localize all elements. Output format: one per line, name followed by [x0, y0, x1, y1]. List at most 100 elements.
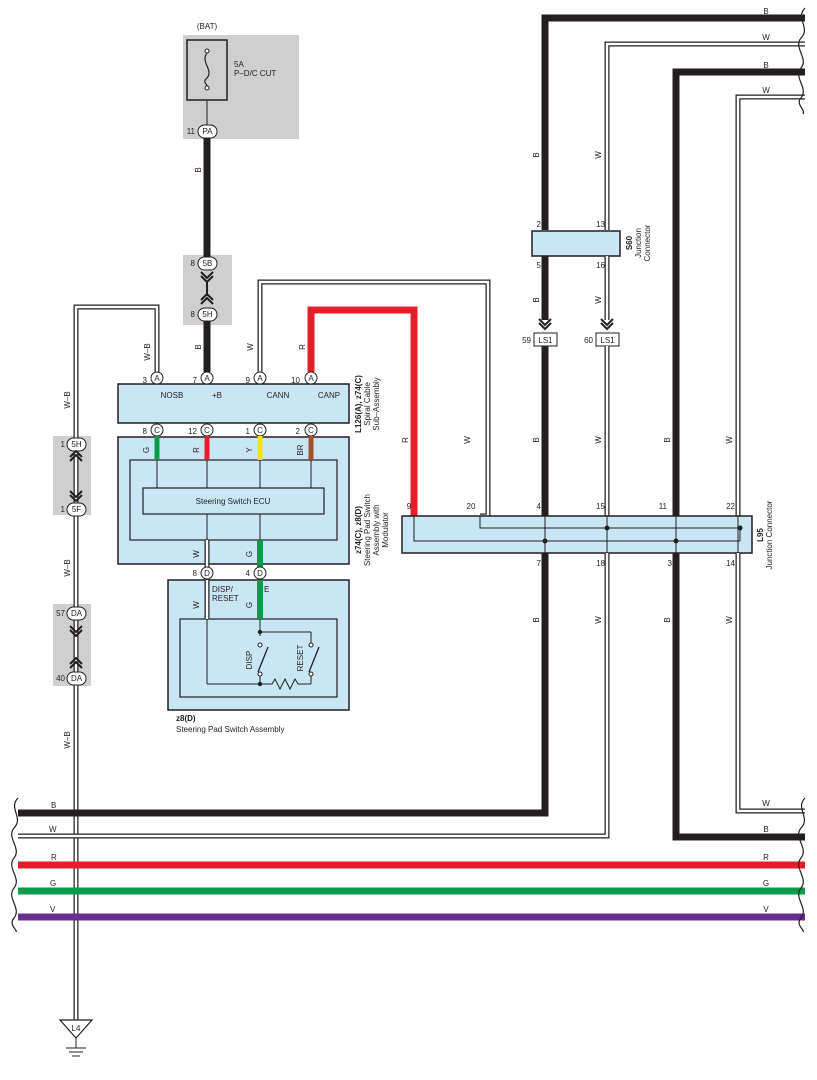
- spiral-label-cann: CANN: [267, 391, 290, 400]
- disp-contact-bottom: [257, 671, 263, 677]
- ls60-code: LS1: [600, 336, 615, 345]
- c5f-code: 5F: [72, 505, 81, 514]
- wire-label-b-l95-3: B: [663, 617, 672, 622]
- bus-label-r-right: R: [763, 853, 769, 862]
- wire-label-w-top-2: W: [762, 86, 770, 95]
- c5h-left-pin: 1: [61, 440, 66, 449]
- pad-label-disp-reset-2: RESET: [212, 594, 239, 603]
- wire-label-b-2: B: [194, 344, 203, 349]
- wire-label-g-ecu: G: [142, 447, 151, 453]
- break-left-icon: [11, 797, 19, 933]
- l95-pin-3: 3: [668, 559, 673, 568]
- bus-label-b-right: B: [763, 825, 768, 834]
- spiral-top-code-2: A: [204, 374, 210, 383]
- l95-junction-3: [673, 538, 679, 544]
- spiral-bot-pin-3: 1: [246, 427, 251, 436]
- spiral-top-conn-2: [200, 371, 214, 385]
- break-right-top-icon: [798, 7, 806, 115]
- wire-label-wb-4: W–B: [63, 731, 72, 748]
- bus-label-w-right: W: [762, 799, 770, 808]
- spiral-top-code-3: A: [257, 374, 263, 383]
- wire-w-bus-1-inner: [18, 553, 609, 838]
- spiral-top-code-4: A: [308, 374, 314, 383]
- da40-pin: 40: [56, 674, 65, 683]
- ecu-label: Steering Switch ECU: [196, 497, 271, 506]
- wire-label-r-ecu: R: [192, 447, 201, 453]
- fuse-source: (BAT): [197, 22, 218, 31]
- s60-name-2: Connector: [643, 224, 652, 261]
- c5b-pin: 8: [191, 259, 196, 268]
- wire-canp-red: [307, 306, 418, 516]
- fuse-terminal-top: [204, 48, 210, 54]
- s60-pin-16: 16: [596, 261, 605, 270]
- wire-label-b-top-2: B: [763, 61, 768, 70]
- wire-label-y-ecu: Y: [245, 447, 254, 453]
- spiral-bot-code-2: C: [204, 426, 210, 435]
- plug-arrow-da40-icon: [69, 656, 83, 669]
- l95-pin-7: 7: [537, 559, 542, 568]
- wire-label-w-l95-20: W: [463, 436, 472, 444]
- l95-pin-22: 22: [726, 502, 735, 511]
- s60-pin-2: 2: [537, 220, 542, 229]
- spiral-bot-pin-2: 12: [188, 427, 197, 436]
- pad-code-left: D: [204, 569, 210, 578]
- wire-label-wb-3: W–B: [63, 559, 72, 576]
- l95-name: Junction Connector: [765, 500, 774, 569]
- ls60-pin: 60: [584, 336, 593, 345]
- s60-box: [531, 230, 621, 257]
- da40-connector: [66, 671, 87, 686]
- fuse-shade: [183, 35, 299, 139]
- fuse-icon: [204, 52, 210, 87]
- modulator-name-1: Steering Pad Switch: [363, 494, 372, 566]
- wire-w-top-2-inner: [736, 95, 805, 516]
- c5b-connector: [197, 256, 218, 271]
- pad-wire-label-g: G: [245, 602, 254, 608]
- ecu-box: [142, 487, 325, 515]
- da57-pin: 57: [56, 609, 65, 618]
- spiral-top-code-1: A: [154, 374, 160, 383]
- spiral-top-conn-1: [150, 371, 164, 385]
- spiral-bot-code-1: C: [154, 426, 160, 435]
- l95-id: L95: [756, 528, 765, 542]
- pad-conn-left: [200, 566, 214, 580]
- spiral-id: L126(A), z74(C): [354, 375, 363, 433]
- s60-name-1: Junction: [634, 228, 643, 258]
- spiral-bot-pin-1: 8: [143, 427, 148, 436]
- spiral-top-conn-3: [253, 371, 267, 385]
- spiral-label-nosb: NOSB: [161, 391, 184, 400]
- spiral-name-2: Sub–Assembly: [372, 377, 381, 430]
- c5f-connector: [66, 502, 87, 517]
- da57-connector: [66, 606, 87, 621]
- ground-triangle-icon: [58, 1019, 94, 1039]
- wire-label-b-l95-7: B: [532, 617, 541, 622]
- fuse-terminal-bottom: [204, 85, 210, 91]
- bus-label-b-left: B: [51, 801, 56, 810]
- wire-b-bus-1: [18, 553, 549, 817]
- pad-pin-left: 8: [193, 569, 198, 578]
- ls59-code: LS1: [538, 336, 553, 345]
- disp-switch-icon: [257, 646, 269, 673]
- reset-contact-bottom: [308, 671, 314, 677]
- wire-label-b-top-1: B: [763, 7, 768, 16]
- spiral-top-conn-4: [304, 371, 318, 385]
- l95-pin-11: 11: [659, 502, 668, 511]
- l95-pin-18: 18: [596, 559, 605, 568]
- l95-pin-14: 14: [726, 559, 735, 568]
- wire-label-b-s60-in: B: [532, 152, 541, 157]
- pa-pin: 11: [187, 127, 196, 136]
- reset-switch-icon: [308, 646, 320, 673]
- reset-contact-top: [308, 642, 314, 648]
- plug-arrow-da57-icon: [69, 625, 83, 638]
- plug-arrow-ls59-icon: [538, 318, 552, 331]
- pad-label-e: E: [264, 585, 269, 594]
- resistor-icon: [260, 677, 311, 691]
- wire-label-wb-2: W–B: [63, 391, 72, 408]
- pad-id: z8(D): [176, 714, 196, 723]
- l95-bus-can-l: [479, 516, 741, 541]
- wire-label-br-ecu: BR: [296, 444, 305, 455]
- bus-label-r-left: R: [51, 853, 57, 862]
- ground-label: L4: [72, 1024, 81, 1033]
- spiral-name-1: Spiral Cable: [363, 382, 372, 426]
- wire-label-b-s60-out: B: [532, 297, 541, 302]
